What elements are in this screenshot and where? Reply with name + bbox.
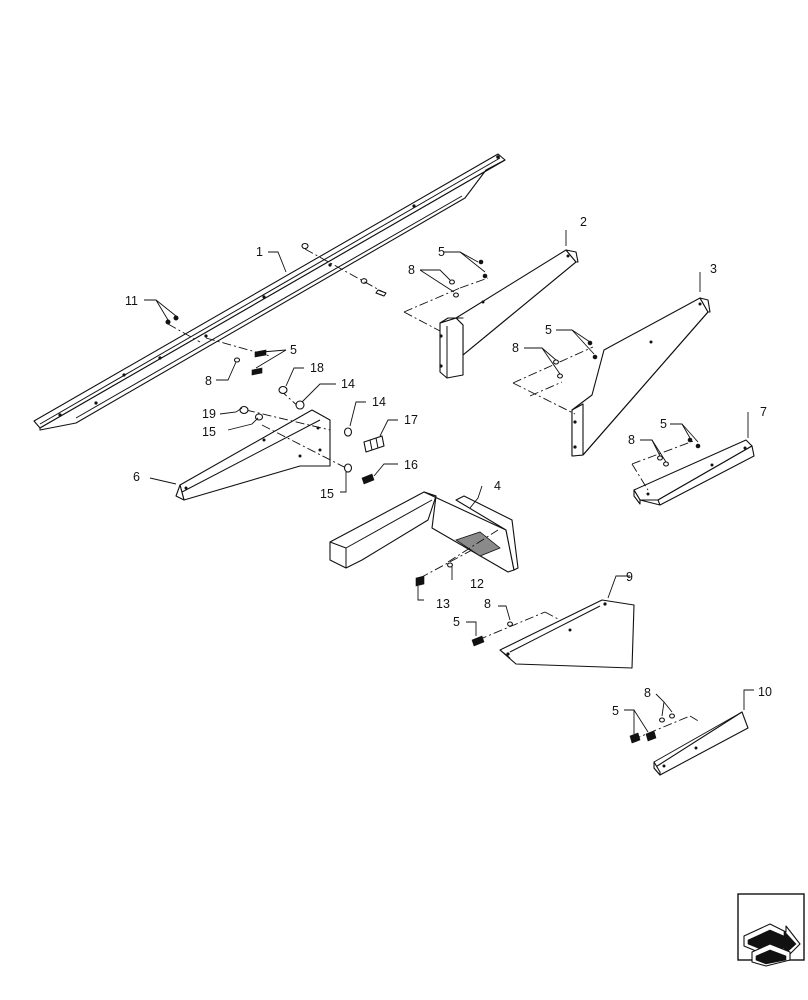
part-4-channel	[329, 491, 519, 587]
callout-8e: 8	[484, 597, 491, 611]
callout-2: 2	[580, 215, 587, 229]
part-10-angle	[629, 711, 749, 776]
callout-5c: 5	[545, 323, 552, 337]
part-7-angle	[631, 437, 755, 506]
part-6-plate	[175, 385, 385, 501]
callout-labels: 1 2 3 4 5 8 11 5 8 18 14 19 15 14 17 16 …	[125, 215, 772, 718]
callout-14b: 14	[372, 395, 386, 409]
callout-14a: 14	[341, 377, 355, 391]
callout-4: 4	[494, 479, 501, 493]
callout-16: 16	[404, 458, 418, 472]
callout-5f: 5	[612, 704, 619, 718]
next-page-arrow-icon[interactable]	[743, 923, 801, 967]
callout-8d: 8	[628, 433, 635, 447]
callout-5e: 5	[453, 615, 460, 629]
callout-1: 1	[256, 245, 263, 259]
callout-7: 7	[760, 405, 767, 419]
callout-17: 17	[404, 413, 418, 427]
part-9-plate	[471, 599, 635, 669]
part-1-hardware	[301, 242, 387, 297]
callout-5a: 5	[438, 245, 445, 259]
part-2-bracket	[403, 249, 579, 379]
callout-12: 12	[470, 577, 484, 591]
callout-18: 18	[310, 361, 324, 375]
callout-3: 3	[710, 262, 717, 276]
callout-6: 6	[133, 470, 140, 484]
part-11-bolts	[165, 315, 201, 343]
callout-15b: 15	[320, 487, 334, 501]
callout-5b: 5	[290, 343, 297, 357]
callout-8b: 8	[205, 374, 212, 388]
rail-fasteners	[205, 337, 271, 376]
callout-10: 10	[758, 685, 772, 699]
callout-8f: 8	[644, 686, 651, 700]
part-1-rail	[33, 153, 506, 431]
callout-9: 9	[626, 570, 633, 584]
leader-lines	[144, 230, 754, 734]
callout-15a: 15	[202, 425, 216, 439]
part-3-bracket	[512, 297, 711, 457]
callout-8c: 8	[512, 341, 519, 355]
callout-8a: 8	[408, 263, 415, 277]
callout-13: 13	[436, 597, 450, 611]
callout-19: 19	[202, 407, 216, 421]
callout-5d: 5	[660, 417, 667, 431]
next-page-nav[interactable]	[737, 893, 805, 967]
callout-11: 11	[125, 294, 138, 308]
